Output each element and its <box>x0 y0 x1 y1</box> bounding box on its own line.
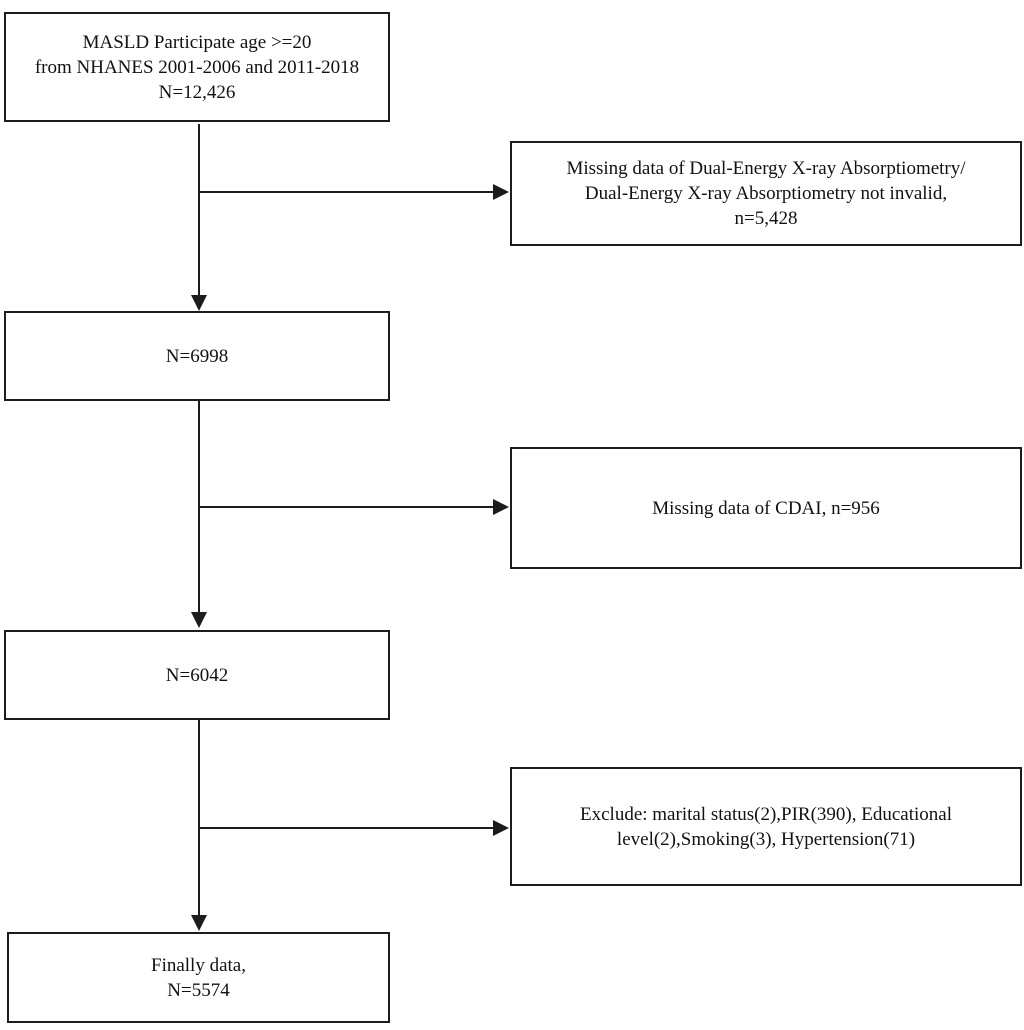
box-exclusion-covariates-line-2: level(2),Smoking(3), Hypertension(71) <box>616 828 916 850</box>
box-exclusion-cdai-label: Missing data of CDAI, n=956 <box>652 497 880 519</box>
box-exclusion-covariates-line-1: Exclude: marital status(2),PIR(390), Edu… <box>580 803 952 825</box>
box-exclusion-dxa: Missing data of Dual-Energy X-ray Absorp… <box>510 141 1022 246</box>
box-initial-line-2: from NHANES 2001-2006 and 2011-2018 <box>34 56 360 78</box>
box-step3-count-label: N=6042 <box>165 664 229 686</box>
box-exclusion-dxa-line-1: Missing data of Dual-Energy X-ray Absorp… <box>566 158 966 179</box>
connector-branch-1 <box>199 191 493 193</box>
arrowhead-down-icon <box>191 915 207 931</box>
arrowhead-right-icon <box>493 499 509 515</box>
box-exclusion-dxa-count: n=5,428 <box>734 208 798 229</box>
arrowhead-right-icon <box>493 184 509 200</box>
box-step3-count: N=6042 <box>4 630 390 720</box>
box-exclusion-covariates: Exclude: marital status(2),PIR(390), Edu… <box>510 767 1022 886</box>
box-exclusion-dxa-line-2: Dual-Energy X-ray Absorptiometry not inv… <box>584 183 948 204</box>
box-final-count: N=5574 <box>167 979 230 1001</box>
box-exclusion-cdai: Missing data of CDAI, n=956 <box>510 447 1022 569</box>
connector-vertical-1 <box>198 124 200 296</box>
arrowhead-right-icon <box>493 820 509 836</box>
connector-vertical-3 <box>198 720 200 916</box>
box-initial-population: MASLD Participate age >=20 from NHANES 2… <box>4 12 390 122</box>
arrowhead-down-icon <box>191 295 207 311</box>
arrowhead-down-icon <box>191 612 207 628</box>
box-final-label: Finally data, <box>151 954 246 976</box>
box-initial-line-1: MASLD Participate age >=20 <box>82 31 312 53</box>
connector-branch-2 <box>199 506 493 508</box>
box-initial-count: N=12,426 <box>158 81 236 103</box>
connector-branch-3 <box>199 827 493 829</box>
box-step2-count: N=6998 <box>4 311 390 401</box>
box-step2-count-label: N=6998 <box>165 345 229 367</box>
box-final-sample: Finally data, N=5574 <box>7 932 390 1023</box>
